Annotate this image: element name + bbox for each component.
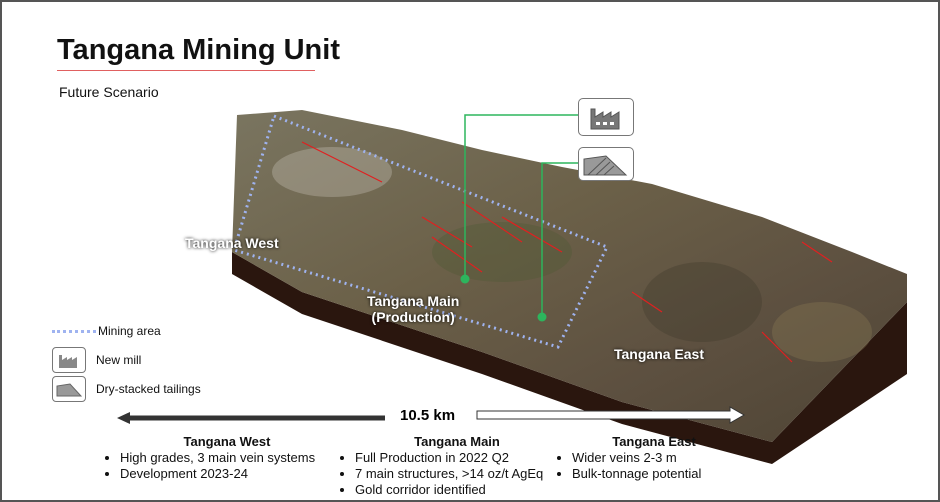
east-arrow [476,406,746,424]
dotted-line-icon [52,329,96,333]
bullet: 7 main structures, >14 oz/t AgEq [355,466,577,482]
legend-tailings: Dry-stacked tailings [52,376,201,402]
legend-new-mill: New mill [52,347,141,373]
label-tangana-west: Tangana West [185,235,279,251]
mill-connector [464,114,580,279]
distance-label: 10.5 km [400,407,456,424]
legend-new-mill-label: New mill [96,353,142,367]
subtitle: Future Scenario [59,84,159,100]
label-main-line1: Tangana Main [367,293,460,309]
bullet: Development 2023-24 [120,466,352,482]
label-main-line2: (Production) [371,309,455,325]
tailings-icon [583,155,628,176]
column-tangana-west: Tangana West High grades, 3 main vein sy… [102,434,352,482]
legend-tailings-label: Dry-stacked tailings [96,382,201,396]
column-heading: Tangana West [183,434,271,449]
factory-icon [52,347,86,373]
factory-icon [590,108,620,130]
mill-marker [460,274,470,284]
column-tangana-east: Tangana East Wider veins 2-3 mBulk-tonna… [554,434,754,482]
column-heading: Tangana East [612,434,696,449]
tailings-callout [578,147,634,181]
mining-area-outline [232,114,610,349]
terrain-surface [232,110,907,442]
title-underline [57,70,315,71]
page-title: Tangana Mining Unit [57,34,340,66]
vein-lines [301,141,833,363]
bullet: Full Production in 2022 Q2 [355,450,577,466]
bullet: Bulk-tonnage potential [572,466,754,482]
tailings-marker [537,312,547,322]
new-mill-callout [578,98,634,136]
bullet: Gold corridor identified [355,482,577,498]
tailings-icon [52,376,86,402]
bullet: High grades, 3 main vein systems [120,450,352,466]
legend-mining-area: Mining area [52,324,161,338]
column-tangana-main: Tangana Main Full Production in 2022 Q27… [337,434,577,498]
column-heading: Tangana Main [414,434,500,449]
legend-mining-area-label: Mining area [98,324,161,338]
label-tangana-main: Tangana Main (Production) [367,293,459,325]
tailings-connector [541,162,580,317]
label-tangana-east: Tangana East [614,346,704,362]
west-arrowhead [117,412,130,424]
bullet: Wider veins 2-3 m [572,450,754,466]
